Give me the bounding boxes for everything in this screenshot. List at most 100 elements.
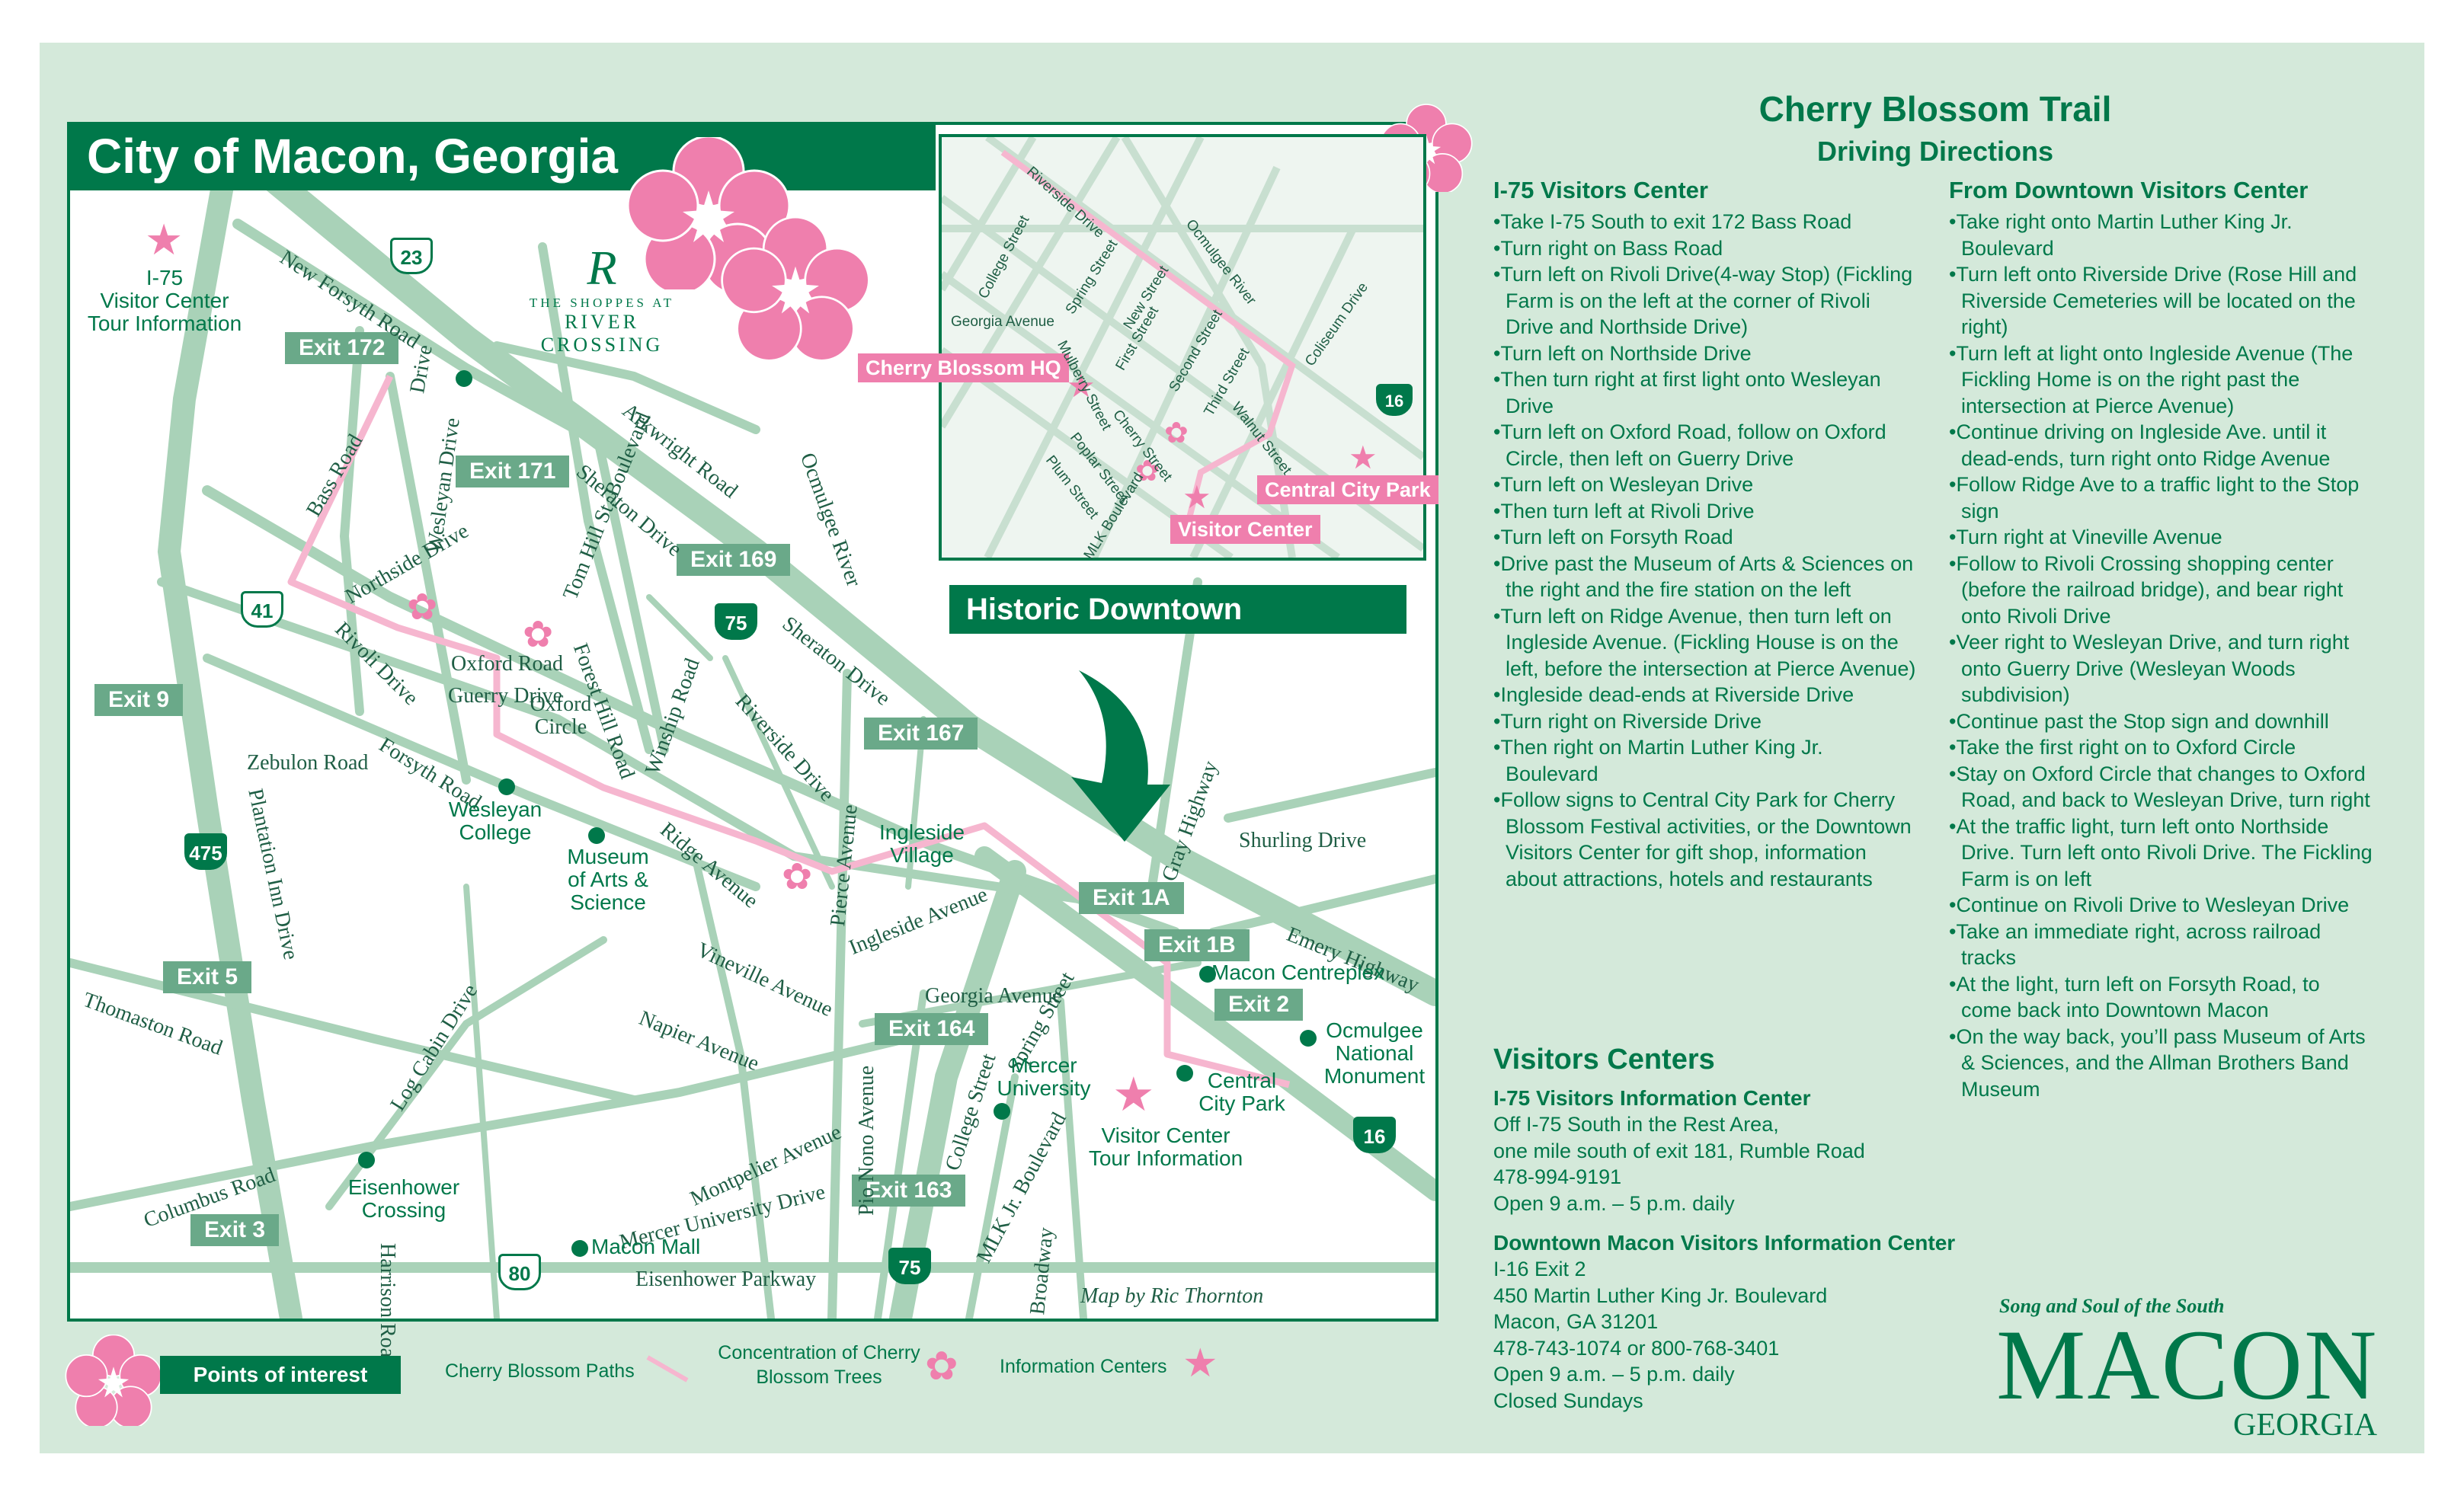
park-star-icon: ★: [1349, 440, 1378, 475]
directions-col-downtown: From Downtown Visitors Center Take right…: [1949, 177, 2376, 1102]
exit-167: Exit 167: [864, 718, 978, 750]
visitors-centers: Visitors Centers I-75 Visitors Informati…: [1493, 1044, 2027, 1414]
exit-3: Exit 3: [190, 1214, 280, 1246]
ingleside-village-label[interactable]: Ingleside Village: [878, 820, 965, 867]
macon-mall-label[interactable]: Macon Mall: [591, 1235, 701, 1258]
direction-step: Take right onto Martin Luther King Jr. B…: [1949, 209, 2376, 261]
exit-9: Exit 9: [94, 684, 184, 716]
arrow-down-icon: [1071, 670, 1170, 842]
downtown-inset-map[interactable]: [939, 134, 1426, 561]
road-label: Guerry Drive: [448, 684, 563, 708]
direction-step: Continue past the Stop sign and downhill: [1949, 708, 2376, 735]
legend-blossom-icon: ✿: [925, 1344, 958, 1389]
poi-dot: [571, 1240, 588, 1257]
blossom-icon: ✿: [407, 587, 438, 628]
exit-169: Exit 169: [677, 544, 791, 576]
direction-step: Follow to Rivoli Crossing shopping cente…: [1949, 551, 2376, 630]
us23-shield: 23: [390, 238, 433, 274]
direction-step: Stay on Oxford Circle that changes to Ox…: [1949, 761, 2376, 814]
blossom-icon: ✿: [523, 615, 554, 655]
central-city-park-inset-label[interactable]: Central City Park: [1257, 475, 1438, 504]
col-heading: From Downtown Visitors Center: [1949, 177, 2309, 203]
poi-dot: [456, 370, 472, 387]
directions-col-i75: I-75 Visitors Center Take I-75 South to …: [1493, 177, 1920, 892]
i16-shield: 16: [1353, 1117, 1396, 1153]
direction-step: Veer right to Wesleyan Drive, and turn r…: [1949, 629, 2376, 708]
ocmulgee-monument-label[interactable]: Ocmulgee National Monument: [1323, 1018, 1426, 1088]
steps-list: Take right onto Martin Luther King Jr. B…: [1949, 209, 2376, 1102]
logo-mark: R: [587, 241, 617, 295]
road-label: Oxford Road: [451, 652, 563, 676]
mercer-university-label[interactable]: Mercer University: [997, 1053, 1091, 1100]
logo-tagline: THE SHOPPES AT: [529, 296, 675, 310]
direction-step: At the traffic light, turn left onto Nor…: [1949, 814, 2376, 893]
direction-step: Then right on Martin Luther King Jr. Bou…: [1493, 734, 1920, 787]
i75-south-road: [889, 860, 1026, 1319]
road-label: Georgia Avenue: [925, 984, 1063, 1008]
exit-5: Exit 5: [163, 961, 252, 993]
inset-blossom-path: [1000, 149, 1296, 534]
direction-step: Turn left on Forsyth Road: [1493, 524, 1920, 551]
direction-step: Turn left on Wesleyan Drive: [1493, 471, 1920, 498]
direction-step: Drive past the Museum of Arts & Sciences…: [1493, 551, 1920, 603]
blossom-icon: ✿: [1135, 456, 1160, 487]
road-label: Harrison Road: [376, 1243, 399, 1369]
map-credit: Map by Ric Thornton: [1080, 1284, 1264, 1308]
exit-164: Exit 164: [875, 1013, 989, 1045]
river-crossing-logo: R THE SHOPPES AT RIVER CROSSING: [503, 244, 701, 358]
direction-step: Turn left at light onto Ingleside Avenue…: [1949, 340, 2376, 420]
poi-dot: [994, 1103, 1010, 1120]
eisenhower-crossing-label[interactable]: Eisenhower Crossing: [347, 1175, 460, 1222]
direction-step: Follow signs to Central City Park for Ch…: [1493, 787, 1920, 892]
logo-name: RIVER CROSSING: [540, 311, 664, 356]
vc-line: Open 9 a.m. – 5 p.m. daily: [1493, 1191, 1735, 1215]
hq-star-icon: ★: [1067, 368, 1096, 404]
col-heading: I-75 Visitors Center: [1493, 177, 1708, 203]
central-city-park-label[interactable]: Central City Park: [1198, 1069, 1285, 1115]
direction-step: Turn left on Oxford Road, follow on Oxfo…: [1493, 419, 1920, 471]
visitor-center-label[interactable]: Visitor Center Tour Information: [1088, 1124, 1243, 1170]
vc-line: 450 Martin Luther King Jr. Boulevard: [1493, 1283, 1828, 1307]
flower-icon: [721, 216, 870, 360]
direction-step: Take an immediate right, across railroad…: [1949, 919, 2376, 971]
direction-step: Follow Ridge Ave to a traffic light to t…: [1949, 471, 2376, 524]
cherry-blossom-hq-label[interactable]: Cherry Blossom HQ: [858, 353, 1069, 382]
wesleyan-college-label[interactable]: Wesleyan College: [448, 798, 542, 844]
i75-south-shield: 75: [888, 1248, 931, 1284]
directions-title: Cherry Blossom Trail: [1758, 89, 2112, 129]
vc-phone[interactable]: 478-743-1074 or 800-768-3401: [1493, 1336, 1780, 1360]
direction-step: Turn left on Rivoli Drive(4-way Stop) (F…: [1493, 261, 1920, 340]
legend-points-of-interest: Points of interest: [160, 1356, 401, 1394]
exit-172: Exit 172: [285, 332, 399, 364]
museum-label[interactable]: Museum of Arts & Science: [567, 845, 649, 914]
visitor-center-inset-label[interactable]: Visitor Center: [1170, 515, 1320, 544]
i75-visitor-center-label[interactable]: I-75 Visitor Center Tour Information: [87, 266, 242, 335]
map-title: City of Macon, Georgia: [67, 122, 936, 190]
exit-163: Exit 163: [852, 1175, 966, 1207]
road-label: Shurling Drive: [1239, 829, 1367, 852]
macon-brand-logo: Song and Soul of the South MACON GEORGIA: [1996, 1295, 2392, 1447]
poi-dot: [588, 827, 605, 844]
direction-step: Take I-75 South to exit 172 Bass Road: [1493, 209, 1920, 235]
poi-dot: [358, 1152, 375, 1168]
direction-step: Turn right at Vineville Avenue: [1949, 524, 2376, 551]
direction-step: Turn right on Bass Road: [1493, 235, 1920, 262]
macon-centreplex-label[interactable]: Macon Centreplex: [1211, 961, 1385, 984]
direction-step: Then turn left at Rivoli Drive: [1493, 498, 1920, 525]
vc-line: I-16 Exit 2: [1493, 1258, 1586, 1280]
direction-step: Continue on Rivoli Drive to Wesleyan Dri…: [1949, 892, 2376, 919]
i475-road: [157, 174, 302, 1319]
i75-road: [194, 125, 1435, 1006]
direction-step: Ingleside dead-ends at Riverside Drive: [1493, 682, 1920, 708]
vc-phone[interactable]: 478-994-9191: [1493, 1165, 1622, 1188]
steps-list: Take I-75 South to exit 172 Bass RoadTur…: [1493, 209, 1920, 892]
direction-step: Turn left on Northside Drive: [1493, 340, 1920, 367]
cherry-blossom-path: [287, 375, 1291, 1088]
directions-subtitle: Driving Directions: [1816, 136, 2054, 167]
exit-1b: Exit 1B: [1144, 929, 1250, 961]
historic-downtown-title: Historic Downtown: [949, 585, 1406, 634]
legend-concentration-label: Concentration of Cherry Blossom Trees: [718, 1342, 920, 1388]
i75-center-name: I-75 Visitors Information Center: [1493, 1086, 1811, 1110]
i75-visitor-star-icon: ★: [145, 216, 184, 264]
inset-i16-shield: 16: [1376, 384, 1413, 416]
